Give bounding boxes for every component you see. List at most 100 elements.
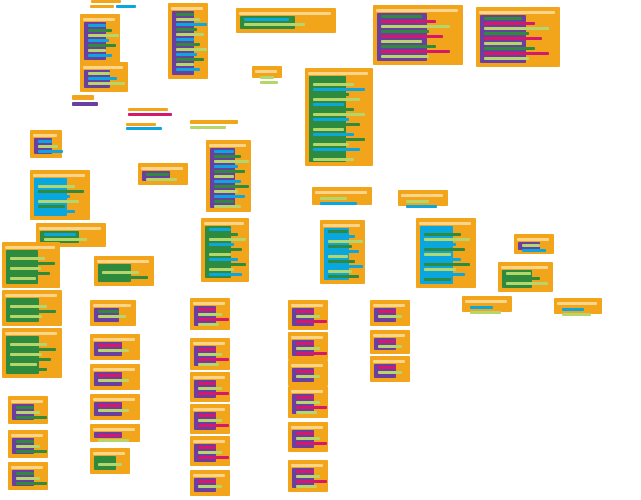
event-block-group[interactable] <box>288 422 328 452</box>
argument-block[interactable] <box>209 273 243 276</box>
argument-block[interactable] <box>484 27 549 30</box>
argument-block[interactable] <box>10 277 37 280</box>
event-block-group[interactable] <box>80 14 120 64</box>
argument-block[interactable] <box>296 480 327 483</box>
statement-block[interactable] <box>142 171 170 181</box>
argument-block[interactable] <box>328 245 352 248</box>
event-block-group[interactable] <box>8 462 48 490</box>
event-header-bar[interactable] <box>373 334 405 337</box>
argument-block[interactable] <box>176 63 194 66</box>
event-block-group[interactable] <box>288 332 328 360</box>
text-block[interactable] <box>190 126 226 129</box>
event-block-group[interactable] <box>190 436 230 466</box>
argument-block[interactable] <box>176 53 198 56</box>
argument-block[interactable] <box>484 52 549 55</box>
event-block-group[interactable] <box>288 300 328 330</box>
list-block[interactable] <box>128 113 172 116</box>
argument-block[interactable] <box>176 23 207 26</box>
argument-block[interactable] <box>424 233 461 236</box>
argument-block[interactable] <box>313 113 366 116</box>
event-header-bar[interactable] <box>315 191 367 194</box>
variable-getter-block[interactable] <box>72 95 94 100</box>
argument-block[interactable] <box>176 68 201 71</box>
argument-block[interactable] <box>244 18 289 21</box>
argument-block[interactable] <box>296 320 327 323</box>
argument-block[interactable] <box>328 275 360 278</box>
argument-block[interactable] <box>328 230 349 233</box>
event-block-group[interactable] <box>190 404 230 434</box>
event-block-group[interactable] <box>190 372 230 402</box>
event-block-group[interactable] <box>90 448 130 474</box>
argument-block[interactable] <box>88 77 118 80</box>
argument-block[interactable] <box>10 305 47 308</box>
event-header-bar[interactable] <box>465 300 507 303</box>
event-header-bar[interactable] <box>255 70 277 73</box>
argument-block[interactable] <box>198 313 223 316</box>
argument-block[interactable] <box>424 258 461 261</box>
argument-block[interactable] <box>296 437 321 440</box>
argument-block[interactable] <box>98 404 121 407</box>
argument-block[interactable] <box>146 173 169 176</box>
argument-block[interactable] <box>424 278 451 281</box>
argument-block[interactable] <box>424 253 451 256</box>
argument-block[interactable] <box>98 349 129 352</box>
event-block-group[interactable] <box>370 330 410 354</box>
argument-block[interactable] <box>214 200 235 203</box>
argument-block[interactable] <box>38 180 65 183</box>
argument-block[interactable] <box>470 306 493 309</box>
argument-block[interactable] <box>313 83 355 86</box>
event-header-bar[interactable] <box>239 12 331 15</box>
argument-block[interactable] <box>88 24 106 27</box>
event-header-bar[interactable] <box>5 246 55 249</box>
event-block-group[interactable] <box>236 8 336 33</box>
argument-block[interactable] <box>209 258 239 261</box>
argument-block[interactable] <box>378 310 396 313</box>
argument-block[interactable] <box>214 190 238 193</box>
argument-block[interactable] <box>328 270 352 273</box>
event-header-bar[interactable] <box>517 238 549 241</box>
argument-block[interactable] <box>214 205 242 208</box>
argument-block[interactable] <box>296 315 321 318</box>
argument-block[interactable] <box>98 374 121 377</box>
event-header-bar[interactable] <box>373 304 405 307</box>
argument-block[interactable] <box>176 33 204 36</box>
variable-getter-block[interactable] <box>91 0 121 3</box>
event-header-bar[interactable] <box>5 294 57 297</box>
argument-block[interactable] <box>38 140 53 143</box>
argument-block[interactable] <box>424 263 471 266</box>
argument-block[interactable] <box>38 205 65 208</box>
argument-block[interactable] <box>381 20 436 23</box>
argument-block[interactable] <box>209 233 239 236</box>
argument-block[interactable] <box>98 315 127 318</box>
argument-block[interactable] <box>381 15 422 18</box>
argument-block[interactable] <box>198 308 216 311</box>
argument-block[interactable] <box>328 255 349 258</box>
argument-block[interactable] <box>296 396 314 399</box>
statement-block[interactable] <box>210 148 235 208</box>
argument-block[interactable] <box>296 401 321 404</box>
argument-block[interactable] <box>313 108 355 111</box>
argument-block[interactable] <box>88 82 125 85</box>
variable-getter-block[interactable] <box>190 120 238 124</box>
event-header-bar[interactable] <box>193 302 225 305</box>
argument-block[interactable] <box>313 133 355 136</box>
argument-block[interactable] <box>313 153 344 156</box>
argument-block[interactable] <box>214 180 242 183</box>
event-header-bar[interactable] <box>209 144 246 147</box>
argument-block[interactable] <box>424 243 456 246</box>
argument-block[interactable] <box>313 143 350 146</box>
event-header-bar[interactable] <box>401 194 443 197</box>
argument-block[interactable] <box>562 308 584 311</box>
event-block-group[interactable] <box>190 338 230 370</box>
argument-block[interactable] <box>198 414 216 417</box>
argument-block[interactable] <box>260 81 279 84</box>
argument-block[interactable] <box>88 44 116 47</box>
argument-block[interactable] <box>16 411 41 414</box>
argument-block[interactable] <box>381 55 429 58</box>
event-block-group[interactable] <box>8 396 48 424</box>
argument-block[interactable] <box>328 260 356 263</box>
event-header-bar[interactable] <box>291 426 323 429</box>
argument-block[interactable] <box>198 451 223 454</box>
argument-block[interactable] <box>378 315 403 318</box>
event-block-group[interactable] <box>30 130 63 158</box>
